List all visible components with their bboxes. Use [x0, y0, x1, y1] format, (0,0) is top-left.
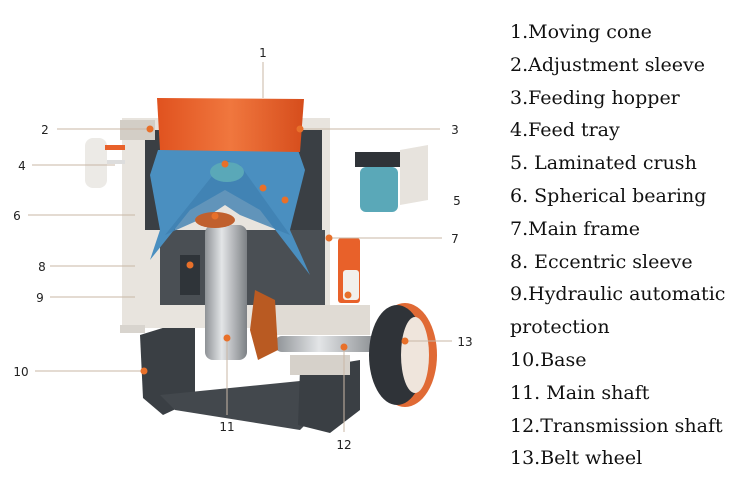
- callout-12: 12: [336, 438, 351, 452]
- callout-1: 1: [259, 46, 267, 60]
- marker-dots: [140, 125, 409, 375]
- cone-crusher-cutaway-diagram: 1 2 3 4 5 6 7 8 9 10 11 12 13: [13, 46, 472, 452]
- legend-item: 7.Main frame: [510, 217, 640, 240]
- callout-6: 6: [13, 209, 21, 223]
- legend-item: 8. Eccentric sleeve: [510, 250, 693, 273]
- legend-item: 12.Transmission shaft: [510, 414, 723, 437]
- legend-item: 9.Hydraulic automatic: [510, 283, 726, 306]
- moving-cone: [165, 160, 290, 235]
- laminated-crush-liner: [150, 150, 310, 275]
- eccentric-sleeve: [180, 255, 200, 295]
- adjust-motor: [355, 145, 428, 212]
- parts-legend: 1.Moving cone 2.Adjustment sleeve 3.Feed…: [510, 16, 725, 475]
- legend-item: 13.Belt wheel: [510, 447, 643, 470]
- belt-wheel: [369, 303, 437, 407]
- legend-item: 1.Moving cone: [510, 21, 652, 43]
- legend-item: 10.Base: [510, 348, 587, 371]
- feed-tray: [120, 120, 155, 140]
- oil-filter: [85, 138, 125, 188]
- callout-11: 11: [219, 420, 234, 434]
- legend-item: 5. Laminated crush: [510, 152, 697, 175]
- callout-13: 13: [457, 335, 472, 349]
- feeding-hopper: [157, 98, 304, 152]
- main-shaft: [205, 225, 247, 360]
- transmission-shaft: [250, 290, 385, 375]
- callout-8: 8: [38, 260, 46, 274]
- callout-10: 10: [13, 365, 28, 379]
- base: [140, 318, 360, 433]
- callout-2: 2: [41, 123, 49, 137]
- callout-3: 3: [451, 123, 459, 137]
- legend-item: 4.Feed tray: [510, 119, 620, 142]
- legend-item: 2.Adjustment sleeve: [510, 53, 705, 76]
- callout-9: 9: [36, 291, 44, 305]
- legend-item: 11. Main shaft: [510, 381, 650, 404]
- legend-item: 6. Spherical bearing: [510, 184, 707, 207]
- callout-5: 5: [453, 194, 461, 208]
- legend-item: protection: [510, 316, 610, 339]
- spherical-bearing: [210, 162, 244, 182]
- callout-4: 4: [18, 159, 26, 173]
- legend-item: 3.Feeding hopper: [510, 86, 680, 109]
- leader-lines: [28, 62, 452, 432]
- callout-7: 7: [451, 232, 459, 246]
